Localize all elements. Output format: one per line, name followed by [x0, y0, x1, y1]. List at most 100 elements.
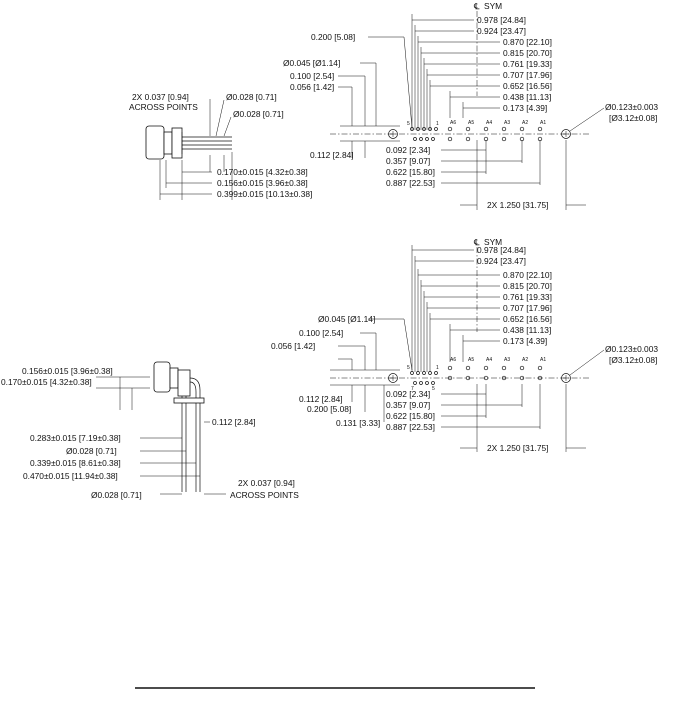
- dim-row-offset: 0.112 [2.84]: [310, 150, 354, 160]
- pin-array: [410, 126, 543, 142]
- ra-housing: [177, 369, 191, 397]
- bottom-side-view: 0.156±0.015 [3.96±0.38] 0.170±0.015 [4.3…: [1, 361, 299, 500]
- hole-callout-line2: [Ø3.12±0.08]: [609, 113, 657, 123]
- ra-pin-dia-2: Ø0.028 [0.71]: [91, 490, 142, 500]
- dim-0707: 0.707 [17.96]: [503, 70, 552, 80]
- dim-0438: 0.438 [11.13]: [503, 92, 551, 102]
- across-points-label: ACROSS POINTS: [129, 102, 198, 112]
- pin-label-a5: A5: [468, 120, 474, 126]
- pin-label-a1: A1: [540, 120, 546, 126]
- centerline-symbol: ℄: [473, 1, 480, 11]
- dim2-0870: 0.870 [22.10]: [503, 270, 552, 280]
- dim-span-top: 2X 1.250 [31.75]: [487, 200, 548, 210]
- pin-label-a3: A3: [504, 120, 510, 126]
- pin-label-a6: A6: [450, 120, 456, 126]
- hole2-callout-line1: Ø0.123±0.003: [605, 344, 658, 354]
- ra-pin-dia: Ø0.028 [0.71]: [66, 446, 117, 456]
- bottom-plan-view: ℄ SYM 0.978 [24.84] 0.924 [23.47] 0.8: [271, 237, 658, 453]
- dim2-0622: 0.622 [15.80]: [386, 411, 435, 421]
- dim2-0092: 0.092 [2.34]: [386, 389, 430, 399]
- pin-label-a2: A2: [522, 120, 528, 126]
- ra-pins: [181, 403, 201, 492]
- dim2-hole-0045: Ø0.045 [Ø1.14]: [318, 314, 375, 324]
- ra-across-label: ACROSS POINTS: [230, 490, 299, 500]
- pin2-label-a2: A2: [522, 357, 528, 363]
- hole-callout-line1: Ø0.123±0.003: [605, 102, 658, 112]
- side-dim-0399: 0.399±0.015 [10.13±0.38]: [217, 189, 312, 199]
- left-leader-lines: [338, 36, 413, 158]
- sym-label-2: SYM: [484, 237, 502, 247]
- right-mount-hole-2: [561, 373, 571, 383]
- dim2-0173: 0.173 [4.39]: [503, 336, 547, 346]
- dim-0092: 0.092 [2.34]: [386, 145, 430, 155]
- dim-0978: 0.978 [24.84]: [477, 15, 526, 25]
- dim-0652: 0.652 [16.56]: [503, 81, 552, 91]
- side-dim-0156: 0.156±0.015 [3.96±0.38]: [217, 178, 308, 188]
- pin2-label-a6: A6: [450, 357, 456, 363]
- pin-dia-1: Ø0.028 [0.71]: [226, 92, 277, 102]
- right-mount-hole: [561, 129, 571, 139]
- dim-0622: 0.622 [15.80]: [386, 167, 435, 177]
- dim2-0200: 0.200 [5.08]: [307, 404, 351, 414]
- pin2-number-1: 1: [436, 365, 439, 371]
- row-number-7: 7: [411, 386, 414, 392]
- ra-shell: [153, 361, 171, 393]
- side-dim-0170: 0.170±0.015 [4.32±0.38]: [217, 167, 308, 177]
- sym-label: SYM: [484, 1, 502, 11]
- dim-0100: 0.100 [2.54]: [290, 71, 334, 81]
- across-points-qty: 2X 0.037 [0.94]: [132, 92, 189, 102]
- row-number-5: 5: [432, 386, 435, 392]
- pin-number-1: 1: [436, 121, 439, 127]
- side-pins: [182, 136, 232, 150]
- dim2-0652: 0.652 [16.56]: [503, 314, 552, 324]
- ra-board: [173, 397, 205, 404]
- top-side-view: 2X 0.037 [0.94] ACROSS POINTS Ø0.028 [0.…: [129, 92, 312, 200]
- right-dimension-lines: [411, 14, 500, 130]
- dim-0056: 0.056 [1.42]: [290, 82, 334, 92]
- pin2-label-a1: A1: [540, 357, 546, 363]
- ra-pin-bend-1: [189, 377, 201, 402]
- pin2-number-5: 5: [407, 365, 410, 371]
- pin2-label-a3: A3: [504, 357, 510, 363]
- pin2-label-a4: A4: [486, 357, 492, 363]
- ra-dim-0156: 0.156±0.015 [3.96±0.38]: [22, 366, 113, 376]
- ra-across-qty: 2X 0.037 [0.94]: [238, 478, 295, 488]
- dim2-0112: 0.112 [2.84]: [299, 394, 343, 404]
- dim2-0815: 0.815 [20.70]: [503, 281, 552, 291]
- ra-dim-0283: 0.283±0.015 [7.19±0.38]: [30, 433, 121, 443]
- left-mount-hole-2: [388, 373, 398, 383]
- left-mount-hole: [388, 129, 398, 139]
- dim-0870: 0.870 [22.10]: [503, 37, 552, 47]
- dim-hole-0045: Ø0.045 [Ø1.14]: [283, 58, 340, 68]
- pin-label-a4: A4: [486, 120, 492, 126]
- hole2-callout-line2: [Ø3.12±0.08]: [609, 355, 657, 365]
- ra-dim-0170: 0.170±0.015 [4.32±0.38]: [1, 377, 92, 387]
- dim2-0978: 0.978 [24.84]: [477, 245, 526, 255]
- dim-0761: 0.761 [19.33]: [503, 59, 552, 69]
- pin-dia-2: Ø0.028 [0.71]: [233, 109, 284, 119]
- pin-array-2: [410, 365, 543, 385]
- bottom-dimension-lines: [441, 140, 586, 210]
- side-shell: [145, 125, 165, 160]
- dim2-0924: 0.924 [23.47]: [477, 256, 526, 266]
- dim2-0100: 0.100 [2.54]: [299, 328, 343, 338]
- side-flange: [163, 131, 173, 155]
- dim2-0761: 0.761 [19.33]: [503, 292, 552, 302]
- dim2-0438: 0.438 [11.13]: [503, 325, 551, 335]
- dim2-0357: 0.357 [9.07]: [386, 400, 430, 410]
- dim-0815: 0.815 [20.70]: [503, 48, 552, 58]
- centerline-symbol-2: ℄: [473, 237, 480, 247]
- side-housing: [171, 127, 183, 159]
- dim-0200: 0.200 [5.08]: [311, 32, 355, 42]
- dim-0924: 0.924 [23.47]: [477, 26, 526, 36]
- top-plan-view: ℄ SYM 0.978 [24.84] 0.9: [283, 1, 658, 210]
- dim-0173: 0.173 [4.39]: [503, 103, 547, 113]
- dim2-0056: 0.056 [1.42]: [271, 341, 315, 351]
- dim-0887: 0.887 [22.53]: [386, 178, 435, 188]
- ra-dim-0112: 0.112 [2.84]: [212, 417, 256, 427]
- dim2-0707: 0.707 [17.96]: [503, 303, 552, 313]
- dim-0357: 0.357 [9.07]: [386, 156, 430, 166]
- dim-span-bottom: 2X 1.250 [31.75]: [487, 443, 548, 453]
- pin-number-5: 5: [407, 121, 410, 127]
